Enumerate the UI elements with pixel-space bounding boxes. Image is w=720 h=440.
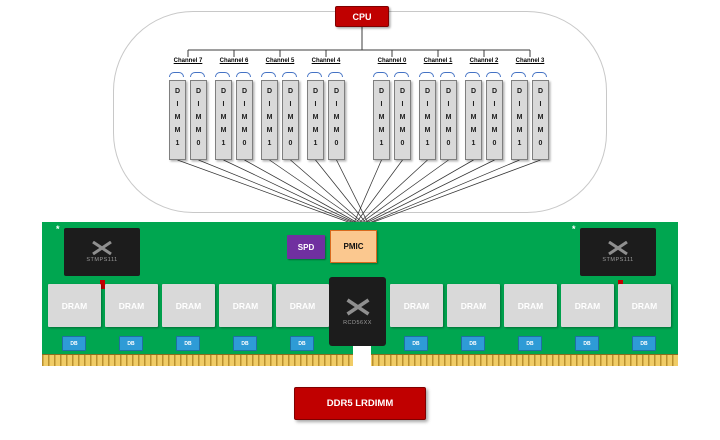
diagram-title: DDR5 LRDIMM	[294, 387, 426, 420]
dimm-slot: D I M M 1	[307, 80, 324, 160]
data-buffer-chip: DB	[233, 336, 257, 351]
power-ic-left: STMPS111	[64, 228, 140, 276]
dram-chip: DRAM	[105, 284, 158, 327]
dimm-slot: D I M M 1	[465, 80, 482, 160]
channel-label: Channel 7	[173, 58, 203, 64]
data-buffer-chip: DB	[632, 336, 656, 351]
brace-icon	[190, 72, 205, 77]
montage-logo-icon	[92, 241, 112, 255]
data-buffer-chip: DB	[575, 336, 599, 351]
brace-icon	[236, 72, 251, 77]
dimm-slot: D I M M 0	[440, 80, 457, 160]
data-buffer-chip: DB	[62, 336, 86, 351]
brace-icon	[373, 72, 388, 77]
montage-logo-icon	[608, 241, 628, 255]
dimm-slot: D I M M 0	[282, 80, 299, 160]
channel-label: Channel 3	[515, 58, 545, 64]
dram-chip: DRAM	[390, 284, 443, 327]
brace-icon	[215, 72, 230, 77]
channel-group-1: Channel 1 D I M M 1 D I M M 0	[418, 58, 458, 164]
dram-chip: DRAM	[162, 284, 215, 327]
asterisk-mark: *	[572, 224, 576, 234]
channel-label: Channel 1	[423, 58, 453, 64]
brace-icon	[394, 72, 409, 77]
channel-group-2: Channel 2 D I M M 1 D I M M 0	[464, 58, 504, 164]
brace-icon	[419, 72, 434, 77]
montage-logo-icon	[346, 298, 369, 315]
dimm-slot: D I M M 0	[328, 80, 345, 160]
dimm-slot: D I M M 1	[419, 80, 436, 160]
data-buffer-chip: DB	[461, 336, 485, 351]
power-ic-label: STMPS111	[86, 257, 118, 263]
data-buffer-chip: DB	[404, 336, 428, 351]
power-ic-label: STMPS111	[602, 257, 634, 263]
rcd-chip: RCD56XX	[329, 277, 386, 346]
channel-group-6: Channel 6 D I M M 1 D I M M 0	[214, 58, 254, 164]
dimm-slot: D I M M 0	[394, 80, 411, 160]
brace-icon	[328, 72, 343, 77]
dimm-slot: D I M M 0	[190, 80, 207, 160]
data-buffer-chip: DB	[119, 336, 143, 351]
channel-label: Channel 6	[219, 58, 249, 64]
component-mark	[100, 280, 105, 289]
channel-label: Channel 2	[469, 58, 499, 64]
dimm-slot: D I M M 0	[486, 80, 503, 160]
channel-label: Channel 0	[377, 58, 407, 64]
brace-icon	[307, 72, 322, 77]
brace-icon	[532, 72, 547, 77]
cpu-box: CPU	[335, 6, 389, 27]
dram-chip: DRAM	[618, 284, 671, 327]
dimm-slot: D I M M 1	[373, 80, 390, 160]
dimm-slot: D I M M 1	[169, 80, 186, 160]
dram-chip: DRAM	[504, 284, 557, 327]
dimm-slot: D I M M 1	[511, 80, 528, 160]
dram-chip: DRAM	[447, 284, 500, 327]
dram-chip: DRAM	[48, 284, 101, 327]
dram-chip: DRAM	[561, 284, 614, 327]
dram-chip: DRAM	[276, 284, 329, 327]
brace-icon	[169, 72, 184, 77]
brace-icon	[282, 72, 297, 77]
dram-chip: DRAM	[219, 284, 272, 327]
brace-icon	[440, 72, 455, 77]
channel-label: Channel 4	[311, 58, 341, 64]
data-buffer-chip: DB	[176, 336, 200, 351]
power-ic-right: STMPS111	[580, 228, 656, 276]
dimm-slot: D I M M 1	[261, 80, 278, 160]
channel-group-5: Channel 5 D I M M 1 D I M M 0	[260, 58, 300, 164]
channel-label: Channel 5	[265, 58, 295, 64]
pmic-chip: PMIC	[330, 230, 377, 263]
channel-group-3: Channel 3 D I M M 1 D I M M 0	[510, 58, 550, 164]
dimm-slot: D I M M 0	[236, 80, 253, 160]
brace-icon	[486, 72, 501, 77]
dimm-slot: D I M M 1	[215, 80, 232, 160]
brace-icon	[511, 72, 526, 77]
rcd-chip-label: RCD56XX	[343, 319, 372, 326]
data-buffer-chip: DB	[290, 336, 314, 351]
channel-group-4: Channel 4 D I M M 1 D I M M 0	[306, 58, 346, 164]
channel-group-0: Channel 0 D I M M 1 D I M M 0	[372, 58, 412, 164]
lrdimm-board: * * STMPS111 STMPS111 SPD PMIC RCD56XX D…	[42, 222, 678, 366]
spd-chip: SPD	[287, 235, 325, 259]
data-buffer-chip: DB	[518, 336, 542, 351]
brace-icon	[465, 72, 480, 77]
dimm-slot: D I M M 0	[532, 80, 549, 160]
brace-icon	[261, 72, 276, 77]
channel-group-7: Channel 7 D I M M 1 D I M M 0	[168, 58, 208, 164]
asterisk-mark: *	[56, 224, 60, 234]
connector-notch	[353, 346, 371, 366]
